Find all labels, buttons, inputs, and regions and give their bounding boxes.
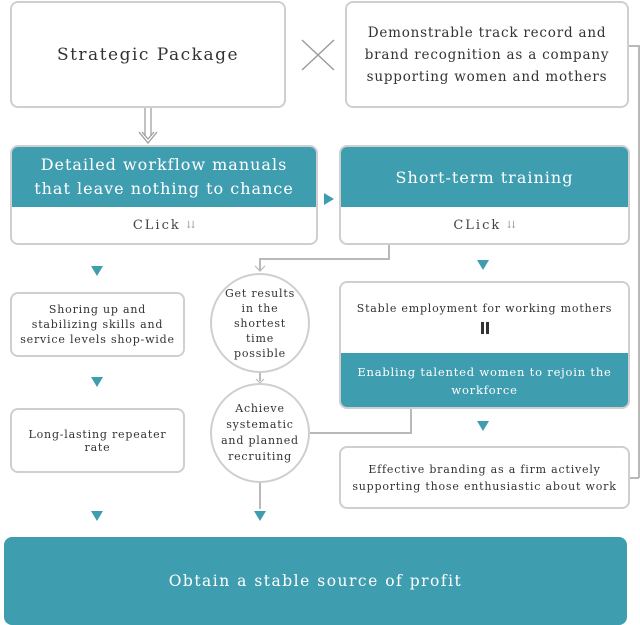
connector-results-to-recruiting xyxy=(259,373,261,381)
training-card[interactable]: Short-term training CLick ⇊ xyxy=(339,145,630,245)
manuals-title-text: Detailed workflow manuals that leave not… xyxy=(34,155,294,198)
connector-right-vertical xyxy=(629,45,640,47)
shoring-box: Shoring up and stabilizing skills and se… xyxy=(10,292,185,357)
repeater-box: Long-lasting repeater rate xyxy=(10,408,185,473)
connector-recruiting-down xyxy=(259,483,261,509)
cross-icon xyxy=(301,39,335,71)
arrow-head-icon xyxy=(254,265,266,272)
track-record-label: Demonstrable track record and brand reco… xyxy=(364,24,610,85)
strategic-package-label: Strategic Package xyxy=(56,44,240,65)
triangle-down-icon xyxy=(477,260,489,270)
manuals-click-button[interactable]: CLick ⇊ xyxy=(12,207,316,243)
employment-card: Stable employment for working mothers En… xyxy=(339,281,630,409)
connector-rejoin-to-recruiting xyxy=(410,407,412,433)
manuals-card-title: Detailed workflow manuals that leave not… xyxy=(12,147,316,207)
connector-training-to-results xyxy=(388,245,390,259)
stable-employment-label: Stable employment for working mothers xyxy=(356,301,613,315)
branding-label: Effective branding as a firm actively su… xyxy=(352,462,617,493)
chevron-down-icon: ⇊ xyxy=(186,219,196,231)
triangle-down-icon xyxy=(91,266,103,276)
triangle-right-icon xyxy=(324,193,334,205)
connector-right-vertical xyxy=(638,45,640,478)
training-click-label: CLick xyxy=(453,217,502,233)
chevron-down-icon: ⇊ xyxy=(507,219,516,231)
triangle-down-icon xyxy=(91,511,103,521)
rejoin-area: Enabling talented women to rejoin the wo… xyxy=(341,353,628,407)
connector-right-vertical xyxy=(629,477,639,479)
results-circle: Get results in the shortest time possibl… xyxy=(210,273,310,373)
connector-rejoin-to-recruiting xyxy=(310,432,412,434)
repeater-label: Long-lasting repeater rate xyxy=(28,427,167,454)
manuals-card[interactable]: Detailed workflow manuals that leave not… xyxy=(10,145,318,245)
results-label: Get results in the shortest time possibl… xyxy=(224,286,296,360)
training-card-title: Short-term training xyxy=(341,147,628,207)
manuals-click-label: CLick xyxy=(132,217,181,233)
triangle-down-icon xyxy=(254,511,266,521)
rejoin-label: Enabling talented women to rejoin the wo… xyxy=(357,365,612,397)
triangle-down-icon xyxy=(477,421,489,431)
training-click-button[interactable]: CLick ⇊ xyxy=(341,207,628,243)
recruiting-label: Achieve systematic and planned recruitin… xyxy=(221,402,299,463)
recruiting-circle: Achieve systematic and planned recruitin… xyxy=(210,383,310,483)
stable-employment-area: Stable employment for working mothers xyxy=(341,283,628,353)
double-arrow-down-icon xyxy=(138,108,158,144)
strategic-package-box: Strategic Package xyxy=(10,1,286,108)
equals-icon xyxy=(480,321,489,334)
shoring-label: Shoring up and stabilizing skills and se… xyxy=(20,303,175,346)
track-record-box: Demonstrable track record and brand reco… xyxy=(345,1,629,108)
triangle-down-icon xyxy=(91,377,103,387)
connector-training-to-results xyxy=(259,258,261,270)
branding-box: Effective branding as a firm actively su… xyxy=(339,446,630,509)
training-title-text: Short-term training xyxy=(395,167,574,187)
profit-box: Obtain a stable source of profit xyxy=(4,537,627,625)
connector-training-to-results xyxy=(259,258,390,260)
profit-label: Obtain a stable source of profit xyxy=(168,572,463,590)
